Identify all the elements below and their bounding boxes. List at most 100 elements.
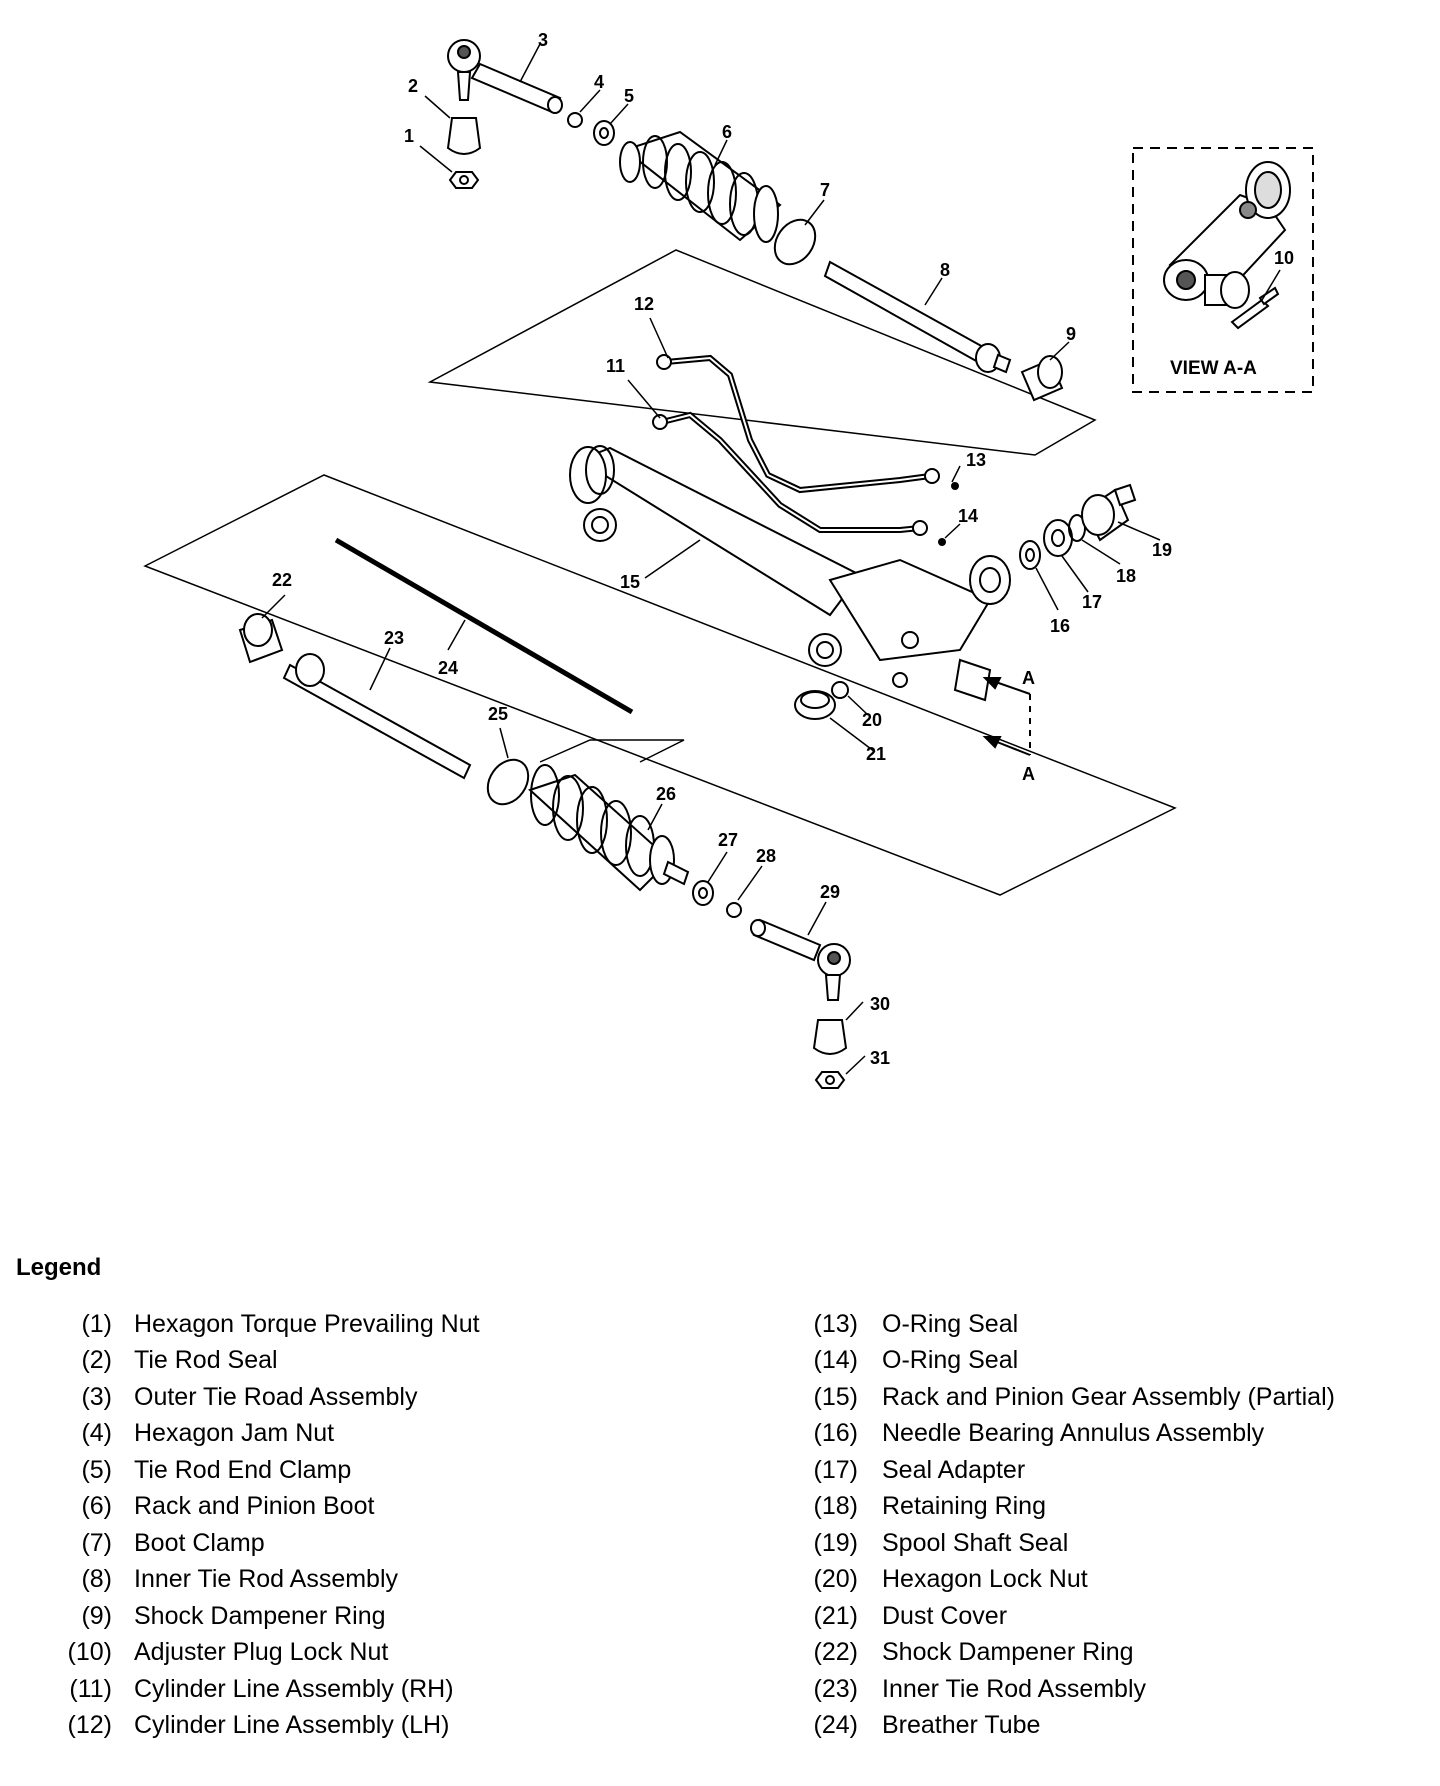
legend-item-number: (8)	[81, 1565, 112, 1594]
callout-17: 17	[1082, 592, 1102, 612]
legend-item: (3) Outer Tie Road Assembly	[50, 1379, 480, 1416]
part-11-cylinder-line-rh	[652, 411, 928, 536]
callout-21: 21	[866, 744, 886, 764]
part-30-tie-rod-seal	[812, 1019, 848, 1055]
legend-item: (6)Rack and Pinion Boot	[50, 1489, 480, 1526]
part-25-boot-clamp	[486, 758, 530, 806]
legend-item-label: Cylinder Line Assembly (RH)	[134, 1674, 454, 1703]
part-22-shock-dampener-ring	[238, 613, 284, 664]
view-a-a-label: VIEW A-A	[1170, 358, 1257, 379]
part-24-breather-tube	[334, 537, 634, 715]
legend-item-number: (9)	[81, 1601, 112, 1630]
callout-5: 5	[624, 86, 634, 106]
callout-2: 2	[408, 76, 418, 96]
part-6-rack-pinion-boot	[619, 130, 782, 243]
legend-item-number: (17)	[813, 1455, 858, 1484]
callout-6: 6	[722, 122, 732, 142]
part-12-cylinder-line-lh	[656, 354, 940, 494]
part-28-jam-nut	[726, 902, 742, 918]
callout-23: 23	[384, 628, 404, 648]
view-a-a-box	[1132, 147, 1314, 393]
legend-item-label: Inner Tie Rod Assembly	[134, 1565, 399, 1594]
legend-item-number: (22)	[813, 1638, 858, 1667]
legend-item-number: (15)	[813, 1382, 858, 1411]
part-29-outer-tie-rod	[750, 918, 851, 1001]
callout-25: 25	[488, 704, 508, 724]
exploded-parts-diagram: 1 2 3 4 5 6 7 8 9 10 11 12 13 14 15 16 1…	[143, 30, 1314, 1089]
legend-item-label: Hexagon Jam Nut	[134, 1419, 335, 1448]
callout-8: 8	[940, 260, 950, 280]
callout-14: 14	[958, 506, 978, 526]
adjuster-housing-detail	[1163, 161, 1291, 309]
legend-item-number: (6)	[81, 1492, 112, 1521]
legend-item: (13)O-Ring Seal	[790, 1306, 1335, 1343]
callout-29: 29	[820, 882, 840, 902]
legend-item-label: Needle Bearing Annulus Assembly	[882, 1419, 1265, 1448]
part-27-clamp	[692, 880, 714, 906]
legend-item: (5)Tie Rod End Clamp	[50, 1452, 480, 1489]
part-26-rack-pinion-boot	[528, 764, 690, 892]
callout-11: 11	[606, 356, 625, 376]
legend-left-column: (1)Hexagon Torque Prevailing Nut (2)Tie …	[50, 1306, 480, 1744]
legend-item-label: Rack and Pinion Gear Assembly (Partial)	[882, 1382, 1335, 1411]
legend-item-number: (24)	[813, 1711, 858, 1740]
legend-item: (14)O-Ring Seal	[790, 1343, 1335, 1380]
legend-item: (12) Cylinder Line Assembly (LH)	[50, 1708, 480, 1745]
legend-item-number: (3)	[81, 1382, 112, 1411]
legend-item: (21)Dust Cover	[790, 1598, 1335, 1635]
legend-item-label: Cylinder Line Assembly (LH)	[134, 1711, 450, 1740]
legend-item: (1)Hexagon Torque Prevailing Nut	[50, 1306, 479, 1343]
legend-item: (18) Retaining Ring	[790, 1489, 1335, 1526]
callout-22: 22	[272, 570, 292, 590]
callout-27: 27	[718, 830, 738, 850]
callout-12: 12	[634, 294, 654, 314]
legend-item-number: (21)	[813, 1601, 858, 1630]
legend-item: (20)Hexagon Lock Nut	[790, 1562, 1335, 1599]
legend-item-number: (19)	[813, 1528, 858, 1557]
legend-item-label: Shock Dampener Ring	[882, 1638, 1134, 1667]
legend-item-label: Breather Tube	[882, 1711, 1041, 1740]
legend-item: (24) Breather Tube	[790, 1708, 1335, 1745]
part-17-seal-adapter	[1043, 519, 1073, 557]
legend-item-number: (11)	[69, 1674, 112, 1703]
legend-item: (2)Tie Rod Seal	[50, 1343, 480, 1380]
legend-item: (10)Adjuster Plug Lock Nut	[50, 1635, 480, 1672]
part-9-shock-dampener-ring	[1020, 355, 1064, 402]
legend-item-number: (14)	[813, 1346, 858, 1375]
legend-item: (4) Hexagon Jam Nut	[50, 1416, 480, 1453]
legend-item-number: (23)	[813, 1674, 858, 1703]
callout-18: 18	[1116, 566, 1136, 586]
callout-16: 16	[1050, 616, 1070, 636]
legend-item-label: Tie Rod Seal	[134, 1346, 278, 1375]
legend-item: (7)Boot Clamp	[50, 1525, 480, 1562]
section-marker-bottom: A	[1022, 764, 1035, 784]
legend-item-number: (18)	[813, 1492, 858, 1521]
legend-item-number: (20)	[813, 1565, 858, 1594]
callout-15: 15	[620, 572, 640, 592]
callout-26: 26	[656, 784, 676, 804]
legend-item: (8) Inner Tie Rod Assembly	[50, 1562, 480, 1599]
callout-7: 7	[820, 180, 830, 200]
callout-28: 28	[756, 846, 776, 866]
breather-group-outline	[539, 739, 685, 763]
legend-item-number: (12)	[67, 1711, 112, 1740]
upper-group-outline	[427, 249, 1097, 456]
part-23-inner-tie-rod	[282, 653, 472, 780]
legend-item-label: Outer Tie Road Assembly	[134, 1382, 418, 1411]
legend-item-label: Seal Adapter	[882, 1455, 1026, 1484]
legend-item: (16)Needle Bearing Annulus Assembly	[790, 1416, 1335, 1453]
callout-1: 1	[404, 126, 414, 146]
legend-item-number: (7)	[81, 1528, 112, 1557]
legend-item: (9)Shock Dampener Ring	[50, 1598, 480, 1635]
part-16-needle-bearing	[1019, 540, 1041, 570]
legend-item: (15) Rack and Pinion Gear Assembly (Parti…	[790, 1379, 1335, 1416]
callout-20: 20	[862, 710, 882, 730]
callout-labels: 1 2 3 4 5 6 7 8 9 10 11 12 13 14 15 16 1…	[272, 30, 1294, 1068]
legend-item: (19)Spool Shaft Seal	[790, 1525, 1335, 1562]
legend-item-label: Retaining Ring	[882, 1492, 1046, 1521]
part-2-tie-rod-seal	[446, 117, 482, 155]
callout-9: 9	[1066, 324, 1076, 344]
legend-item-number: (4)	[81, 1419, 112, 1448]
part-31-hex-nut	[814, 1071, 846, 1089]
legend-item-label: Inner Tie Rod Assembly	[882, 1674, 1147, 1703]
